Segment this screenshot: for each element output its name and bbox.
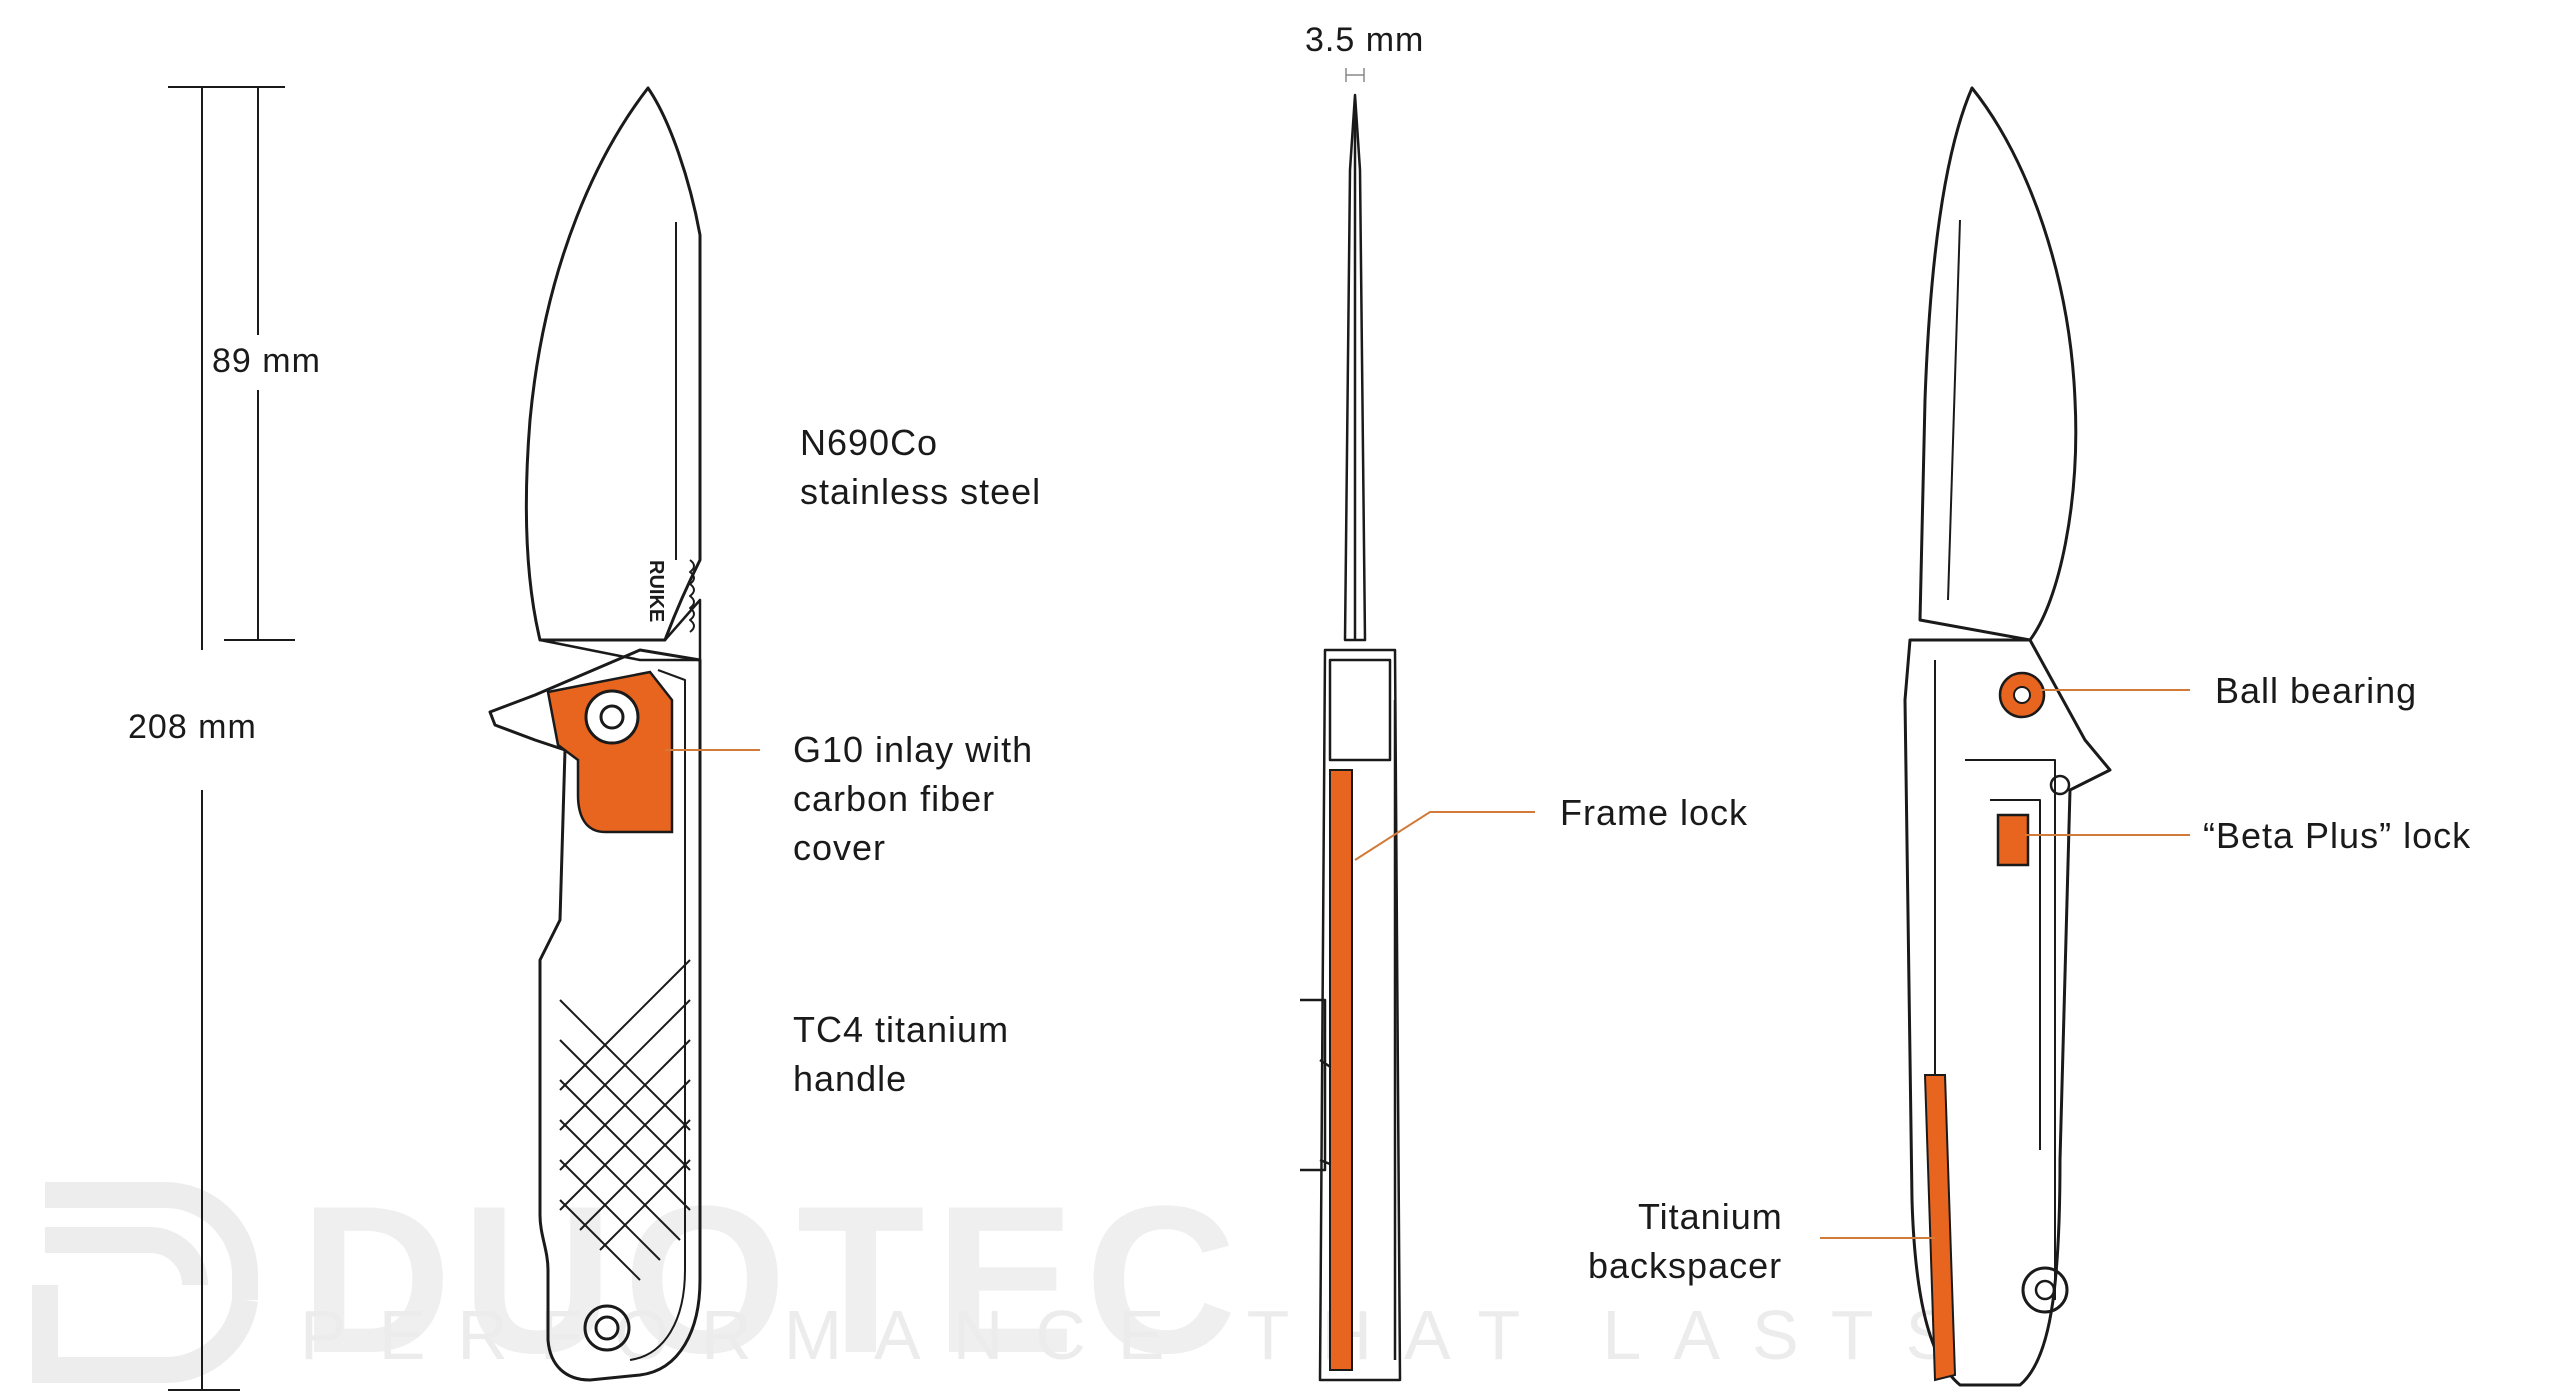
blade-steel-line-1: N690Co bbox=[800, 422, 939, 463]
g10-inlay bbox=[546, 670, 674, 834]
inlay-callout: G10 inlay with carbon fiber cover bbox=[793, 725, 1033, 872]
handle-back bbox=[1903, 638, 2112, 1387]
blade-length-label: 89 mm bbox=[212, 342, 321, 380]
watermark-logo-icon bbox=[32, 1182, 258, 1384]
frame-lock-bar bbox=[1329, 769, 1353, 1371]
overall-length-label: 208 mm bbox=[128, 708, 257, 746]
blade-steel-callout: N690Co stainless steel bbox=[800, 418, 1041, 516]
blade-logo-stamp: RUIKE bbox=[645, 560, 667, 622]
inlay-line-2: carbon fiber bbox=[793, 778, 996, 819]
backspacer-line-2: backspacer bbox=[1588, 1245, 1783, 1286]
blade-steel-line-2: stainless steel bbox=[800, 471, 1042, 512]
ball-bearing-callout: Ball bearing bbox=[2215, 670, 2418, 711]
inlay-line-1: G10 inlay with bbox=[793, 729, 1034, 770]
knife-back-view bbox=[1903, 86, 2112, 1387]
beta-lock-button bbox=[1996, 813, 2030, 867]
callout-leaders bbox=[665, 689, 2190, 1239]
knife-spine-view bbox=[1300, 93, 1402, 1382]
inlay-line-3: cover bbox=[793, 827, 887, 868]
blade-front bbox=[524, 86, 702, 642]
backspacer-callout: Titanium backspacer bbox=[1588, 1192, 1783, 1290]
watermark-brand: DUOTEC bbox=[300, 1162, 1247, 1397]
watermark-tagline: PERFORMANCE THAT LASTS bbox=[300, 1296, 1985, 1374]
thickness-marker bbox=[1345, 68, 1365, 82]
handle-front bbox=[488, 648, 702, 1382]
handle-line-2: handle bbox=[793, 1058, 908, 1099]
blade-thickness-label: 3.5 mm bbox=[1305, 21, 1425, 59]
blade-back bbox=[1918, 86, 2078, 642]
dimension-lines bbox=[168, 86, 295, 1391]
beta-lock-callout: “Beta Plus” lock bbox=[2203, 815, 2472, 856]
handle-callout: TC4 titanium handle bbox=[793, 1005, 1009, 1103]
frame-lock-callout: Frame lock bbox=[1560, 792, 1749, 833]
handle-line-1: TC4 titanium bbox=[793, 1009, 1010, 1050]
backspacer-line-1: Titanium bbox=[1638, 1196, 1783, 1237]
backspacer-strip bbox=[1923, 1074, 1957, 1382]
